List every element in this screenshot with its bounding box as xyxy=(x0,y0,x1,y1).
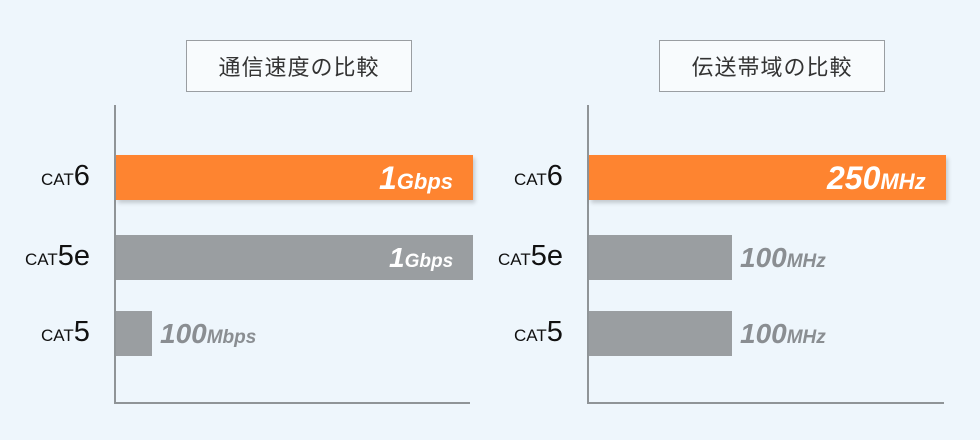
speed-bar-cat5 xyxy=(116,311,152,356)
bandwidth-bar-cat5 xyxy=(589,311,732,356)
value-number: 1 xyxy=(389,241,405,273)
category-version: 5 xyxy=(73,315,90,348)
value-unit: Gbps xyxy=(396,168,454,194)
category-prefix: CAT xyxy=(514,169,547,189)
speed-value-label-cat5e: 1Gbps xyxy=(389,241,454,273)
speed-category-label-cat6: CAT6 xyxy=(41,159,90,192)
bandwidth-category-label-cat5e: CAT5e xyxy=(498,239,564,272)
category-version: 6 xyxy=(546,159,563,192)
category-version: 5 xyxy=(546,315,563,348)
bandwidth-category-label-cat6: CAT6 xyxy=(514,159,563,192)
bandwidth-category-label-cat5: CAT5 xyxy=(514,315,563,348)
value-unit: Gbps xyxy=(404,250,454,272)
category-version: 6 xyxy=(73,159,90,192)
bandwidth-bar-cat5e xyxy=(589,235,732,280)
category-prefix: CAT xyxy=(498,249,531,269)
category-prefix: CAT xyxy=(25,249,58,269)
category-version: 5e xyxy=(57,239,91,272)
speed-bar-cat5e xyxy=(116,235,473,280)
speed-value-label-cat5: 100Mbps xyxy=(160,317,257,349)
speed-bar-cat6 xyxy=(116,155,473,200)
bandwidth-value-label-cat6: 250MHz xyxy=(827,162,926,194)
value-number: 100 xyxy=(740,317,787,349)
bandwidth-y-axis xyxy=(587,105,589,402)
speed-y-axis xyxy=(114,105,116,402)
bandwidth-bar-cat6 xyxy=(589,155,946,200)
value-unit: Mbps xyxy=(206,326,257,348)
speed-chart-title: 通信速度の比較 xyxy=(186,40,412,92)
value-unit: MHz xyxy=(786,250,826,272)
speed-x-axis xyxy=(114,402,470,404)
speed-category-label-cat5e: CAT5e xyxy=(25,239,91,272)
bandwidth-x-axis xyxy=(587,402,944,404)
category-prefix: CAT xyxy=(514,325,547,345)
value-number: 100 xyxy=(740,241,787,273)
category-prefix: CAT xyxy=(41,169,74,189)
bandwidth-value-label-cat5: 100MHz xyxy=(740,317,826,349)
speed-category-label-cat5: CAT5 xyxy=(41,315,90,348)
bandwidth-value-label-cat5e: 100MHz xyxy=(740,241,826,273)
speed-value-label-cat6: 1Gbps xyxy=(379,162,453,194)
value-unit: MHz xyxy=(786,326,826,348)
value-number: 100 xyxy=(160,317,207,349)
category-prefix: CAT xyxy=(41,325,74,345)
bandwidth-chart-title: 伝送帯域の比較 xyxy=(659,40,885,92)
value-unit: MHz xyxy=(880,168,926,194)
value-number: 250 xyxy=(827,159,881,196)
category-version: 5e xyxy=(530,239,564,272)
value-number: 1 xyxy=(379,159,397,196)
